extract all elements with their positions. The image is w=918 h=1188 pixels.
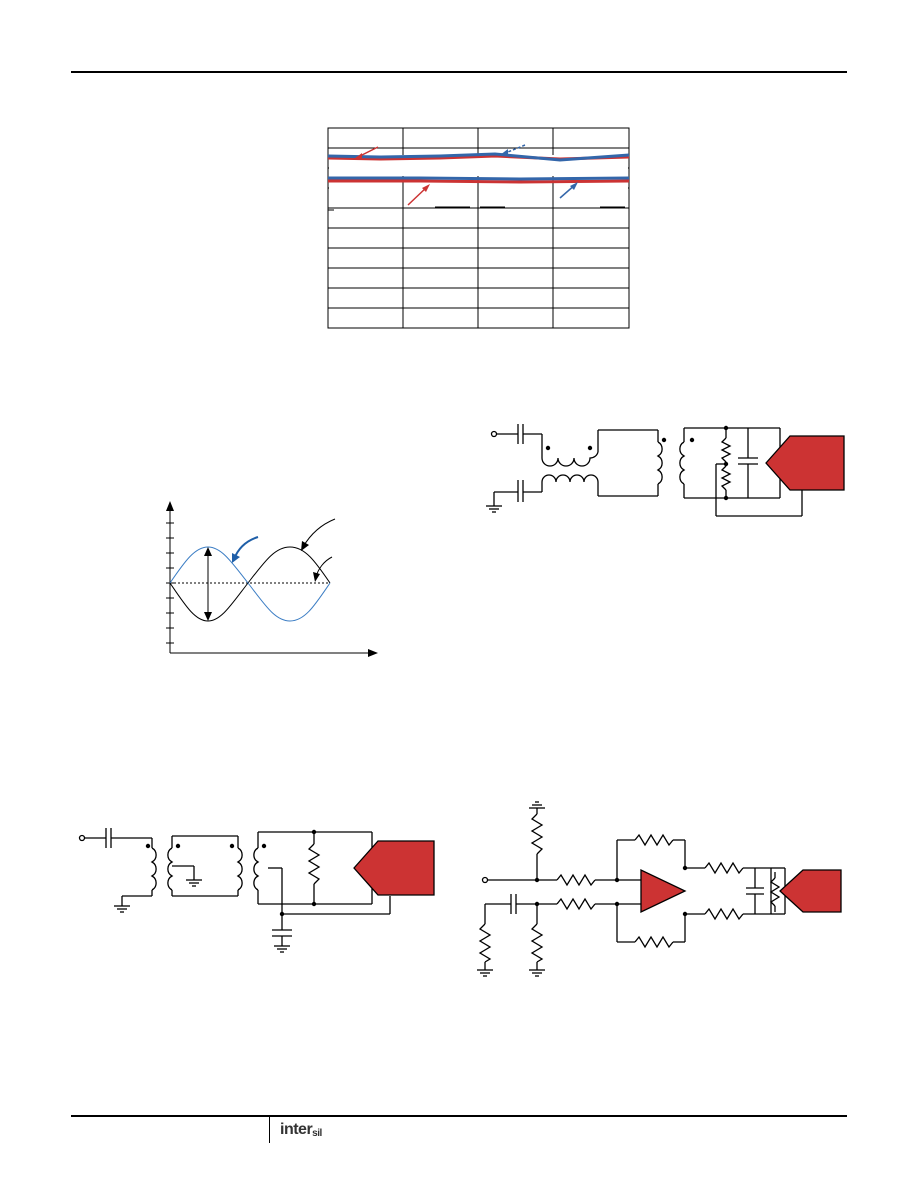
- ground-icon: [529, 969, 545, 977]
- ground-icon: [114, 905, 130, 913]
- wave-black: [169, 546, 331, 622]
- circuit-transformer-balun: [486, 424, 845, 517]
- arrow-icon: [204, 547, 212, 556]
- arrow-icon: [407, 184, 430, 206]
- trace-red-lower: [328, 179, 630, 184]
- amplifier-icon: [640, 868, 687, 914]
- arrow-icon: [301, 541, 309, 551]
- adc-block: [779, 869, 842, 913]
- ground-icon: [477, 969, 493, 977]
- trace-blue-upper: [327, 152, 630, 162]
- arrow-icon: [204, 612, 212, 621]
- supply-icon: [529, 801, 545, 809]
- footer-divider: [269, 1117, 270, 1143]
- trace-blue-lower: [328, 176, 630, 181]
- adc-block: [353, 840, 435, 896]
- callout-arrow-blue: [233, 536, 259, 560]
- arrow-icon: [559, 182, 578, 199]
- arrow-icon: [166, 501, 174, 511]
- arrow-icon: [354, 146, 379, 159]
- ground-icon: [186, 879, 202, 887]
- ground-icon: [274, 945, 290, 953]
- circuit-amplifier-driver: [477, 801, 842, 977]
- arrow-icon: [368, 649, 378, 657]
- footer-rule: [71, 1115, 847, 1117]
- intersil-logo: intersil: [280, 1121, 322, 1139]
- logo-sub: sil: [312, 1128, 322, 1139]
- adc-block: [765, 435, 845, 491]
- figure-sine-waves: [166, 501, 378, 657]
- circuit-double-transformer: [78, 828, 435, 953]
- arrow-icon: [500, 144, 526, 155]
- arrow-icon: [232, 553, 240, 563]
- arrow-icon: [313, 572, 320, 582]
- logo-main: inter: [280, 1121, 313, 1138]
- wave-blue: [169, 546, 331, 622]
- ground-icon: [486, 505, 502, 513]
- figure-grid-plot: [327, 127, 630, 329]
- callout-arrow-black: [302, 518, 336, 548]
- header-rule: [71, 71, 847, 73]
